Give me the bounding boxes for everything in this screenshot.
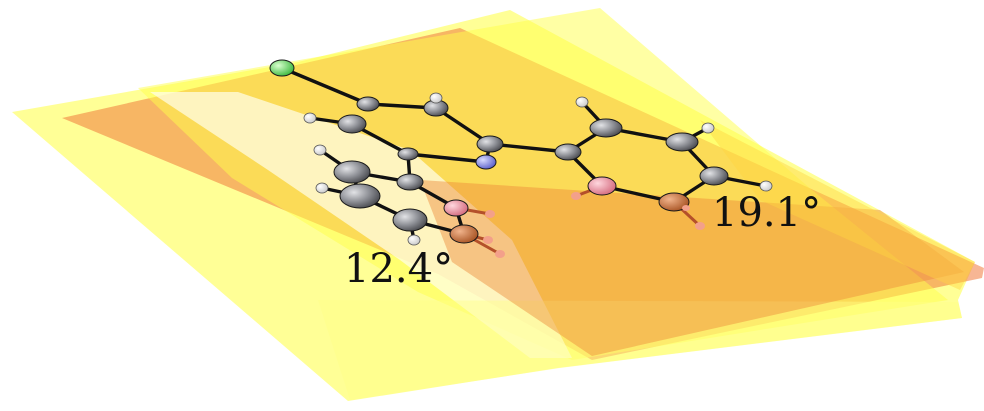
hydrogen-atom [313,144,327,156]
hydrogen-atom [429,92,443,104]
hydrogen-atom [575,96,589,108]
carbon-atom [476,135,504,153]
atoms [269,59,773,258]
carbon-atom [396,173,424,191]
carbon-atom [397,147,419,161]
pink-atom [587,176,617,196]
hydrogen-atom [701,122,715,134]
angle-label-left: 12.4° [344,246,453,292]
carbon-atom [699,166,729,186]
bromine-atom [449,224,479,244]
yellow-plane-front [138,8,948,360]
small-atom [682,205,690,211]
right-plane-corner [700,120,975,290]
small-atom [571,192,581,200]
small-atom [495,250,505,258]
carbon-atom [554,143,582,161]
hydrogen-atom [759,180,773,192]
carbon-atom [392,208,428,232]
carbon-atom [356,96,380,112]
orange-plane-core [420,180,964,356]
pale-overlap-band [150,92,572,358]
hydrogen-atom [407,234,421,246]
small-atom [483,236,493,244]
hydrogen-atom [303,112,317,124]
angle-label-right: 19.1° [712,190,821,236]
pink-atom [443,199,469,217]
carbon-atom [337,114,367,134]
small-atom [485,210,495,218]
mean-planes [12,8,984,401]
carbon-atom [589,118,623,138]
hydrogen-atom [315,182,329,194]
chlorine-atom [269,59,295,77]
bromine-atom [658,192,690,212]
lower-plane-edge [318,300,962,400]
carbon-atom [333,160,371,184]
carbon-atom [339,183,381,209]
small-atom [695,222,705,230]
nitrogen-atom [475,154,497,170]
carbon-atom [665,132,699,152]
